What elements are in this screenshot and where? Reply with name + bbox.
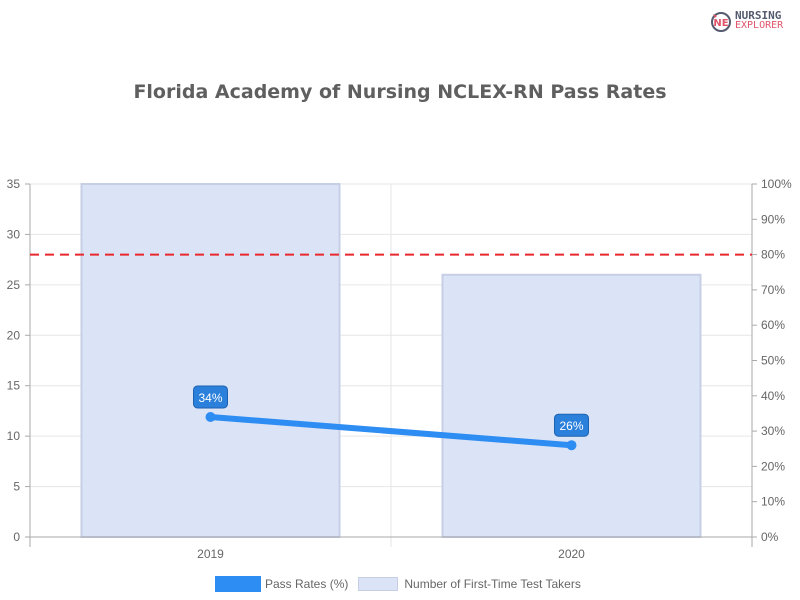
legend: Pass Rates (%) Number of First-Time Test… <box>215 576 581 592</box>
bar-2020 <box>441 273 702 538</box>
chart-title: Florida Academy of Nursing NCLEX-RN Pass… <box>133 81 667 103</box>
legend-label-test-takers[interactable]: Number of First-Time Test Takers <box>404 577 581 591</box>
left-axis-tick: 5 <box>13 480 20 494</box>
logo-icon: NE <box>711 12 731 32</box>
left-axis-tick: 10 <box>7 429 21 443</box>
right-axis-tick: 70% <box>761 283 785 297</box>
nursing-explorer-logo: NE NURSING EXPLORER <box>710 8 795 34</box>
bar-2019 <box>80 183 341 538</box>
legend-swatch-test-takers[interactable] <box>358 577 399 591</box>
logo-line1: NURSING <box>735 9 782 22</box>
left-axis-tick: 20 <box>7 328 21 342</box>
data-label-box <box>193 385 228 409</box>
logo-line2: EXPLORER <box>735 20 784 31</box>
right-axis-tick: 60% <box>761 318 785 332</box>
svg-text:NE: NE <box>713 18 728 29</box>
right-axis-tick: 20% <box>761 459 785 473</box>
left-axis-tick: 30 <box>7 227 21 241</box>
legend-label-pass-rates[interactable]: Pass Rates (%) <box>265 577 349 591</box>
right-axis-tick: 30% <box>761 424 785 438</box>
right-axis-tick: 10% <box>761 495 785 509</box>
line-series: 34% 26% <box>193 385 589 451</box>
left-axis-tick: 25 <box>7 278 21 292</box>
legend-swatch-pass-rates[interactable] <box>215 576 261 592</box>
data-label-box <box>554 413 589 437</box>
right-axis-tick: 40% <box>761 389 785 403</box>
right-axis-tick: 90% <box>761 212 785 226</box>
x-axis-tick: 2020 <box>558 547 585 561</box>
tick-labels: 0 5 10 15 20 25 30 35 0% 10% 20% 30% 40% 50% 60% 70% 80%… <box>7 177 792 561</box>
left-axis-tick: 0 <box>13 530 20 544</box>
axes <box>25 183 757 547</box>
right-axis-tick: 0% <box>761 530 779 544</box>
left-axis-tick: 15 <box>7 379 21 393</box>
right-axis-tick: 80% <box>761 248 785 262</box>
bar-series <box>80 183 702 538</box>
data-label: 26% <box>559 419 583 433</box>
data-label: 34% <box>198 391 222 405</box>
right-axis-tick: 50% <box>761 354 785 368</box>
x-axis-tick: 2019 <box>197 547 224 561</box>
left-axis-tick: 35 <box>7 177 21 191</box>
line-point <box>566 440 577 451</box>
line-point <box>205 411 216 422</box>
right-axis-tick: 100% <box>761 177 792 191</box>
